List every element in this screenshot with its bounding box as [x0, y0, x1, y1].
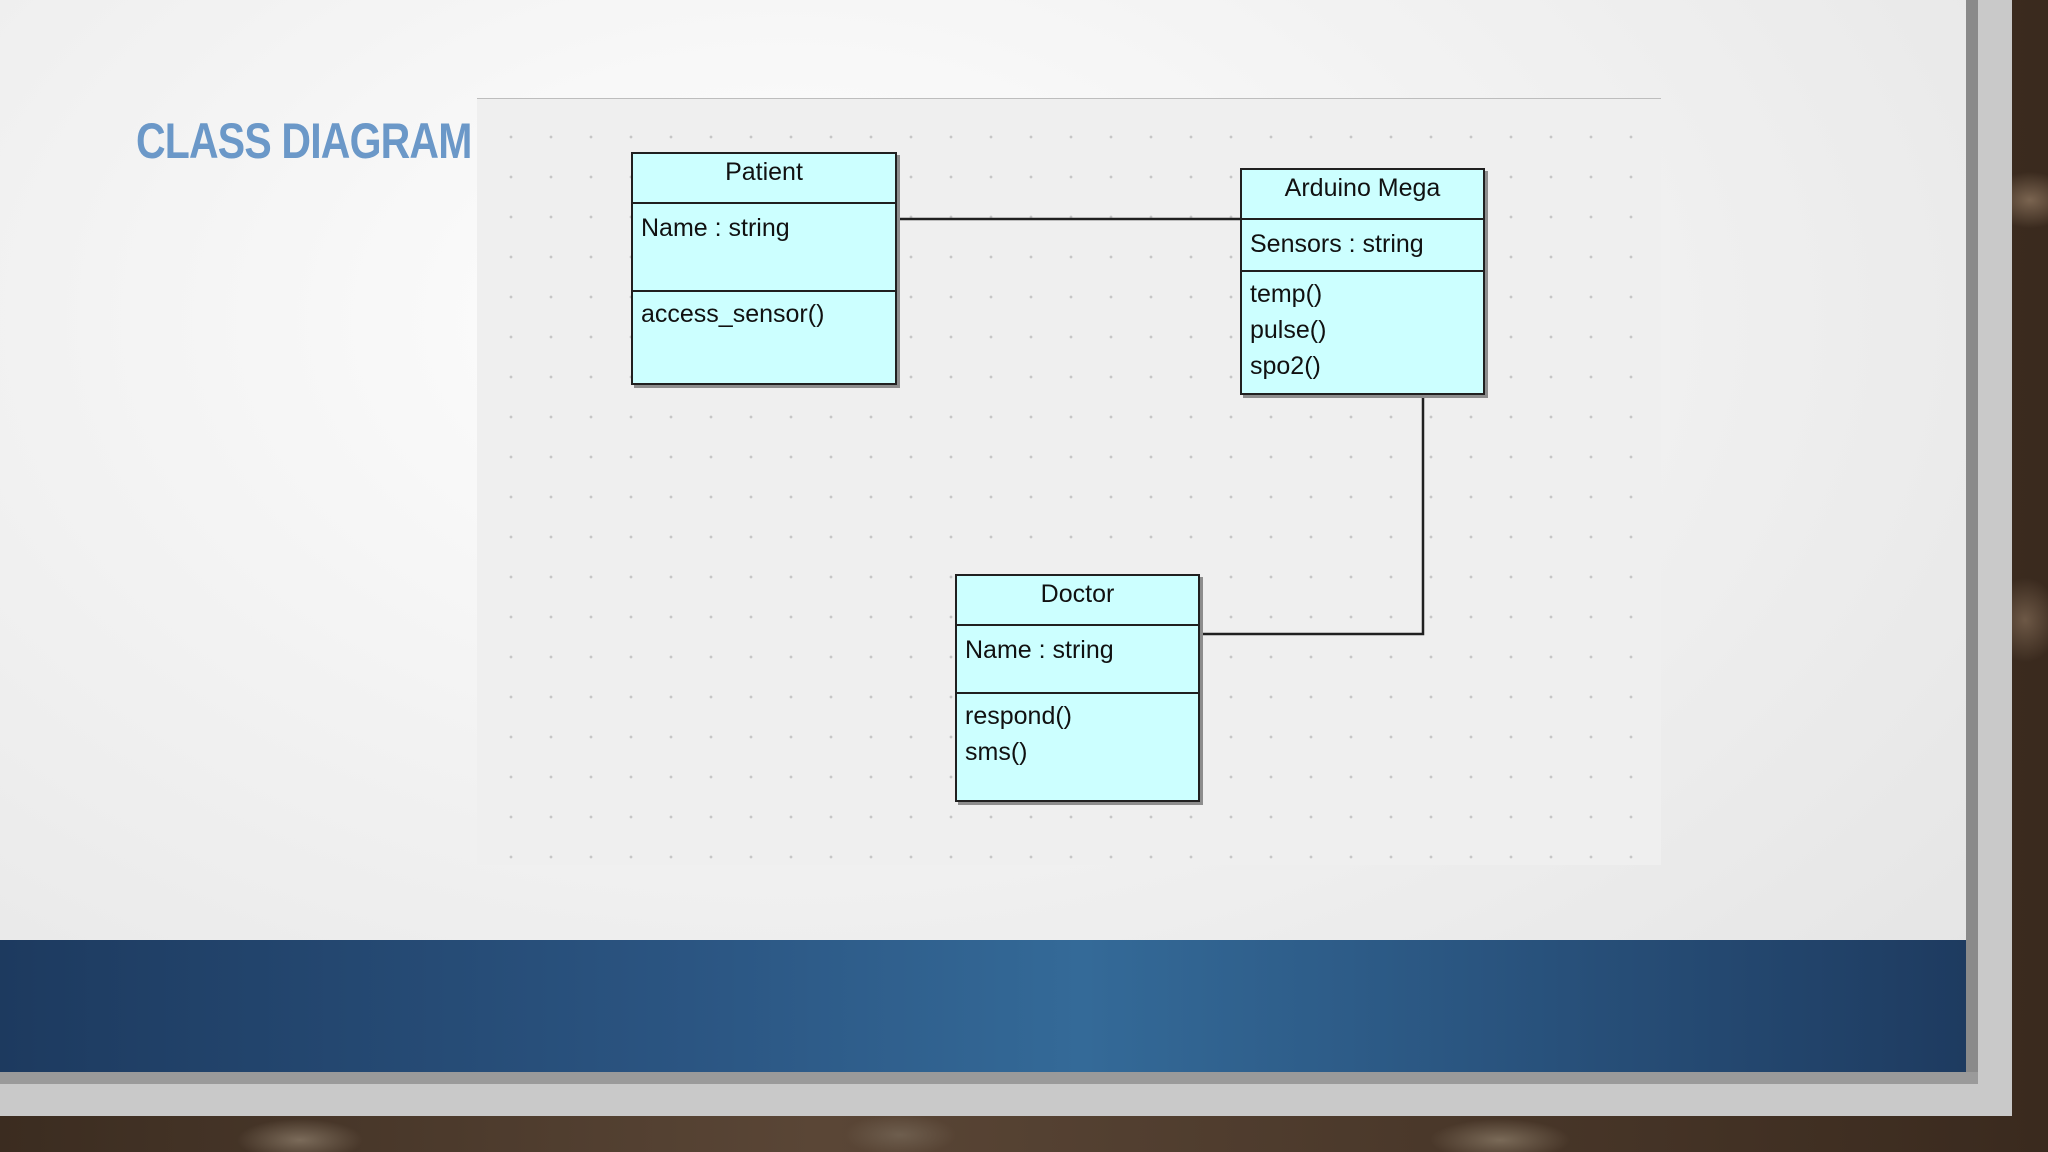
class-doctor[interactable]: Doctor Name : string respond() sms() — [955, 574, 1200, 802]
slide: CLASS DIAGRAM Patient Name : string acce… — [0, 0, 1966, 1072]
operations-compartment: access_sensor() — [633, 292, 895, 332]
association-lines — [892, 217, 1425, 636]
footer-band — [0, 940, 1966, 1072]
operation: access_sensor() — [641, 300, 825, 328]
association-arduino-doctor — [1197, 393, 1425, 636]
slide-edge-right — [1966, 0, 1978, 1084]
attributes-compartment: Name : string — [957, 626, 1198, 694]
attribute: Name : string — [965, 636, 1114, 664]
operation: sms() — [965, 738, 1028, 766]
attribute: Name : string — [641, 214, 790, 242]
operations-compartment: respond() sms() — [957, 694, 1198, 770]
attribute: Sensors : string — [1250, 230, 1424, 258]
class-name: Doctor — [957, 576, 1198, 626]
operation: temp() — [1250, 280, 1323, 308]
diagram-canvas: Patient Name : string access_sensor() Ar… — [477, 98, 1661, 865]
class-name: Arduino Mega — [1242, 170, 1483, 220]
class-arduino-mega[interactable]: Arduino Mega Sensors : string temp() pul… — [1240, 168, 1485, 395]
slide-title: CLASS DIAGRAM — [136, 113, 472, 169]
attributes-compartment: Name : string — [633, 204, 895, 292]
class-patient[interactable]: Patient Name : string access_sensor() — [631, 152, 897, 385]
operations-compartment: temp() pulse() spo2() — [1242, 272, 1483, 384]
class-name: Patient — [633, 154, 895, 204]
operation: respond() — [965, 702, 1072, 730]
operation: pulse() — [1250, 316, 1327, 344]
operation: spo2() — [1250, 352, 1321, 380]
attributes-compartment: Sensors : string — [1242, 220, 1483, 272]
slide-edge-bottom — [0, 1072, 1978, 1084]
